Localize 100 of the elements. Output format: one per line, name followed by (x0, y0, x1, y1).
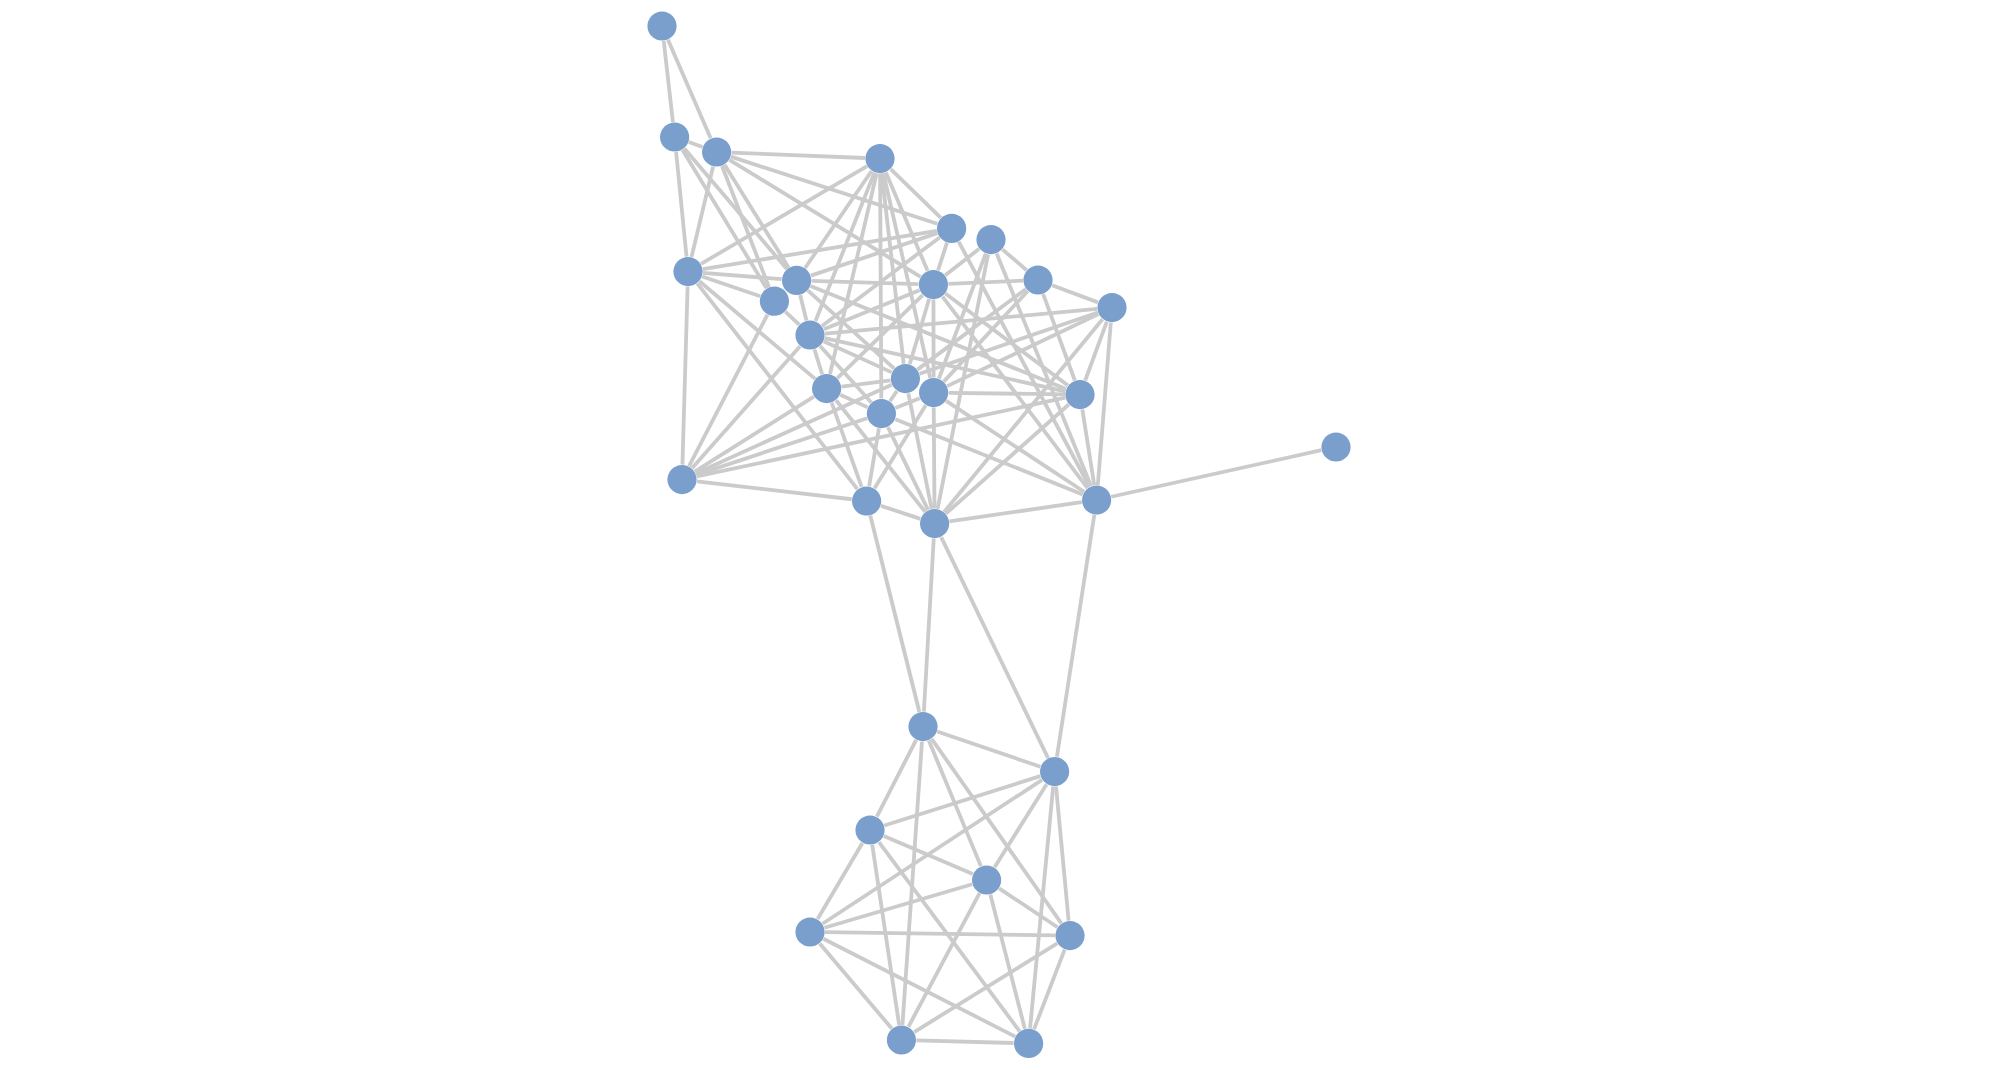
connector-line (824, 307, 1098, 336)
connector-line (888, 389, 899, 403)
connector-line (916, 1038, 1014, 1045)
graph-node (1082, 485, 1112, 515)
connector-line (877, 840, 1022, 1033)
graph-node (1055, 921, 1085, 951)
graph-node (667, 465, 697, 495)
graph-node (812, 374, 842, 404)
connector-line (937, 252, 988, 380)
connector-line (812, 348, 824, 375)
connector-line (998, 886, 1059, 929)
connector-line (878, 173, 884, 399)
graph-node (918, 270, 948, 300)
graph-node (795, 320, 825, 350)
graph-node (866, 399, 896, 429)
graph-node (1321, 432, 1351, 462)
connector-line (936, 729, 1042, 769)
connector-line (1041, 293, 1077, 382)
connector-line (1001, 247, 1028, 272)
graph-node (972, 865, 1002, 895)
connector-line (824, 336, 1066, 394)
connector-line (702, 228, 938, 272)
connector-line (883, 834, 974, 876)
connector-line (867, 428, 881, 487)
connector-line (907, 298, 931, 365)
graph-node (1040, 757, 1070, 787)
connector-line (687, 313, 770, 468)
connector-line (930, 737, 1063, 925)
connector-line (839, 393, 869, 410)
connector-line (728, 158, 922, 279)
connector-line (948, 278, 1024, 286)
connector-line (881, 172, 933, 379)
connector-line (939, 536, 1050, 759)
connector-line (1028, 786, 1056, 1029)
graph-node (890, 364, 920, 394)
connector-line (942, 317, 1104, 514)
connector-line (948, 390, 1066, 397)
connector-line (945, 399, 1086, 494)
connector-line (798, 294, 809, 321)
connector-line (931, 407, 937, 509)
connector-line (828, 172, 879, 375)
connector-line (879, 173, 906, 364)
connector-line (936, 242, 949, 271)
connector-line (818, 344, 873, 404)
connector-line (693, 394, 815, 474)
connector-line (823, 882, 973, 930)
connector-line (988, 894, 1027, 1030)
connector-line (836, 293, 924, 380)
graph-node (908, 712, 938, 742)
connector-line (906, 392, 934, 510)
connector-line (696, 479, 852, 502)
connector-line (821, 778, 1044, 926)
connector-line (889, 167, 943, 220)
graph-node (886, 1025, 916, 1055)
connector-line (949, 500, 1083, 524)
connector-line (666, 39, 713, 139)
connector-line (731, 150, 866, 160)
connector-line (900, 741, 924, 1026)
connector-line (722, 163, 791, 269)
connector-line (946, 312, 1100, 388)
connector-line (875, 739, 918, 818)
graph-node (647, 11, 677, 41)
connector-line (906, 892, 982, 1028)
connector-line (688, 140, 704, 149)
graph-node (976, 225, 1006, 255)
connector-line (944, 247, 981, 277)
connector-line (913, 941, 1059, 1034)
connector-line (699, 164, 869, 266)
connector-line (1051, 283, 1099, 305)
graph-node (920, 509, 950, 539)
connector-line (927, 739, 983, 867)
connector-line (690, 344, 802, 470)
connector-line (811, 278, 919, 287)
connector-line (1080, 409, 1097, 486)
connector-line (825, 930, 1056, 938)
connector-line (916, 287, 1028, 372)
connector-line (944, 292, 1070, 388)
connector-line (682, 147, 789, 271)
connector-line (829, 402, 864, 488)
connector-line (994, 252, 1093, 487)
connector-line (695, 282, 859, 491)
connector-line (1054, 786, 1071, 921)
graph-node (702, 137, 732, 167)
connector-line (822, 339, 893, 375)
connector-line (823, 288, 921, 332)
connector-line (1110, 448, 1322, 499)
connector-line (957, 240, 1092, 488)
connector-line (818, 942, 894, 1030)
graph-node (759, 286, 789, 316)
connector-line (661, 40, 675, 123)
connector-line (784, 310, 801, 327)
connector-line (701, 274, 761, 299)
graph-node (865, 144, 895, 174)
connector-line (919, 310, 1099, 376)
connector-line (695, 416, 868, 477)
connector-line (680, 148, 769, 290)
connector-line (942, 289, 1030, 383)
connector-line (841, 378, 891, 389)
connector-line (809, 284, 1067, 391)
connector-line (884, 171, 930, 272)
